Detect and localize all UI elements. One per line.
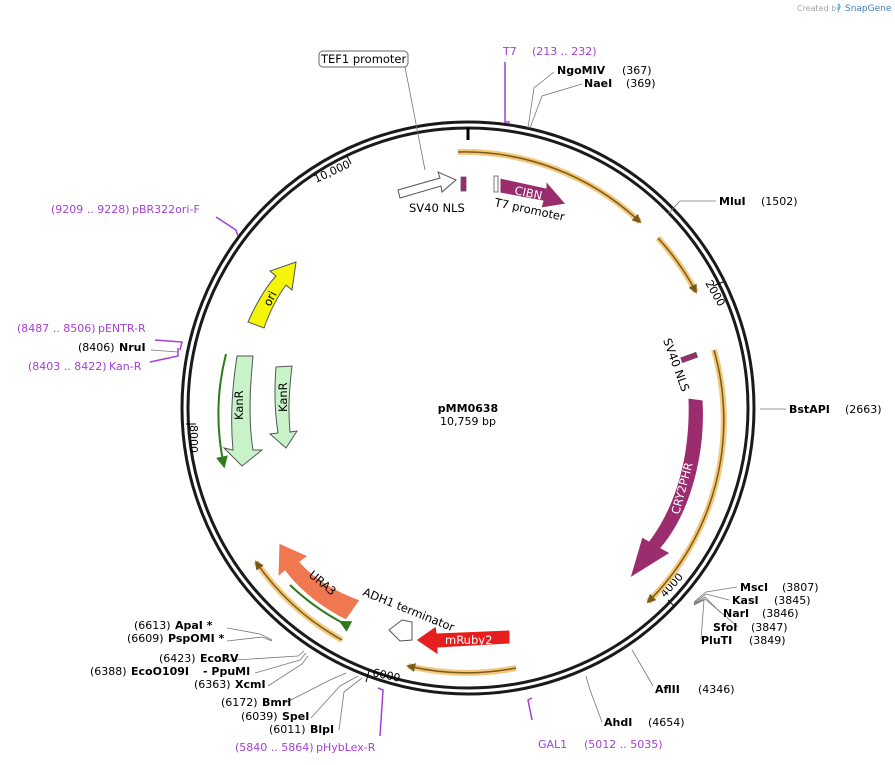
tick-label-8000: 8000 xyxy=(187,425,200,453)
site-sfoi-name: SfoI xyxy=(713,621,737,634)
site-apai-pos: (6613) xyxy=(134,619,171,632)
site-mlui-name: MluI xyxy=(719,195,746,208)
primer-range-pentr-r: (8487 .. 8506) xyxy=(17,322,96,335)
feature-ori-arrow xyxy=(247,261,297,329)
site-ecorv-pos: (6423) xyxy=(159,652,196,665)
credit-prefix: Created by xyxy=(797,4,841,13)
plasmid-backbone xyxy=(180,120,756,696)
feature-kanr-arrow-1 xyxy=(222,355,264,467)
feature-label-kanr-1: KanR xyxy=(232,390,246,420)
site-sfoi-pos: (3847) xyxy=(751,621,788,634)
site-bmri-name: BmrI xyxy=(262,696,291,709)
site-pluti-pos: (3849) xyxy=(749,634,786,647)
site-aflii-name: AflII xyxy=(655,683,680,696)
site-pspomi-pos: (6609) xyxy=(127,632,164,645)
site-spei-name: SpeI xyxy=(282,710,309,723)
feature-adh1-terminator-arrow xyxy=(388,619,413,642)
feature-label-mruby2: mRuby2 xyxy=(445,633,492,647)
site-nrui-pos: (8406) xyxy=(78,341,115,354)
tef1-label-box xyxy=(318,50,409,68)
feature-sv40-nls-2 xyxy=(680,351,699,364)
feature-cry2phr-arrow xyxy=(629,397,704,580)
primer-name-gal1: GAL1 xyxy=(538,738,567,751)
site-ecorv-name: EcoRV xyxy=(200,652,239,665)
orf-arrows xyxy=(216,148,727,676)
site-kasi-name: KasI xyxy=(732,594,759,607)
site-pspomi-name: PspOMI * xyxy=(168,632,225,645)
site-naei-name: NaeI xyxy=(584,77,612,90)
primer-range-t7: (213 .. 232) xyxy=(532,45,597,58)
primer-name-t7: T7 xyxy=(502,45,517,58)
site-ngomiv-pos: (367) xyxy=(622,64,652,77)
site-blpi-name: BlpI xyxy=(310,723,334,736)
feature-cibn-arrow xyxy=(499,177,567,209)
feature-tef1-promoter-arrow xyxy=(397,171,457,199)
primer-markers xyxy=(149,62,533,737)
feature-ura3-arrow xyxy=(277,542,361,621)
site-nari-pos: (3846) xyxy=(762,607,799,620)
site-bmri-pos: (6172) xyxy=(221,696,258,709)
site-msci-pos: (3807) xyxy=(782,581,819,594)
feature-label-ori: ori xyxy=(260,289,279,309)
primer-range-kan-r: (8403 .. 8422) xyxy=(28,360,107,373)
snapgene-logo-icon xyxy=(837,3,841,11)
site-ngomiv-name: NgoMIV xyxy=(557,64,606,77)
plasmid-size: 10,759 bp xyxy=(440,415,496,428)
site-spei-pos: (6039) xyxy=(241,710,278,723)
feature-kanr-arrow-2 xyxy=(268,365,299,449)
feature-label-cibn: CIBN xyxy=(513,183,543,202)
feature-label-kanr-2: KanR xyxy=(276,382,290,412)
site-ecoo109i-name: EcoO109I xyxy=(131,665,189,678)
site-mlui-pos: (1502) xyxy=(761,195,798,208)
feature-label-tef1-promoter: TEF1 promoter xyxy=(320,52,407,66)
primer-name-pentr-r: pENTR-R xyxy=(98,322,146,335)
feature-mruby2-arrow xyxy=(415,625,511,656)
primer-name-pbr322ori-f: pBR322ori-F xyxy=(132,203,200,216)
site-bstapi-name: BstAPI xyxy=(789,403,830,416)
feature-label-sv40-nls-1: SV40 NLS xyxy=(409,201,465,215)
primer-range-gal1: (5012 .. 5035) xyxy=(584,738,663,751)
primer-range-phyblex-r: (5840 .. 5864) xyxy=(235,741,314,754)
site-xcmi-name: XcmI xyxy=(235,678,266,691)
credit-brand: SnapGene xyxy=(845,4,892,14)
site-ppumi-name: - PpuMI xyxy=(203,665,250,678)
primer-name-phyblex-r: pHybLex-R xyxy=(316,741,376,754)
site-apai-name: ApaI * xyxy=(175,619,213,632)
site-ahdi-pos: (4654) xyxy=(648,716,685,729)
site-nrui-name: NruI xyxy=(119,341,146,354)
plasmid-name: pMM0638 xyxy=(438,402,498,415)
site-bstapi-pos: (2663) xyxy=(845,403,882,416)
tick-label-6000: 6000 xyxy=(371,666,401,685)
site-kasi-pos: (3845) xyxy=(774,594,811,607)
primer-range-pbr322ori-f: (9209 .. 9228) xyxy=(51,203,130,216)
site-msci-name: MscI xyxy=(740,581,768,594)
feature-t7-promoter xyxy=(493,175,499,193)
feature-label-sv40-nls-2: SV40 NLS xyxy=(660,336,692,393)
site-aflii-pos: (4346) xyxy=(698,683,735,696)
site-xcmi-pos: (6363) xyxy=(194,678,231,691)
site-naei-pos: (369) xyxy=(626,77,656,90)
primer-name-kan-r: Kan-R xyxy=(109,360,142,373)
site-ecoo109i-pos: (6388) xyxy=(90,665,127,678)
site-blpi-pos: (6011) xyxy=(269,723,306,736)
site-ahdi-name: AhdI xyxy=(604,716,632,729)
site-nari-name: NarI xyxy=(723,607,749,620)
site-leaders xyxy=(150,71,786,731)
bp-ticks xyxy=(186,155,724,683)
feature-sv40-nls-1 xyxy=(460,176,467,192)
site-pluti-name: PluTI xyxy=(701,634,732,647)
